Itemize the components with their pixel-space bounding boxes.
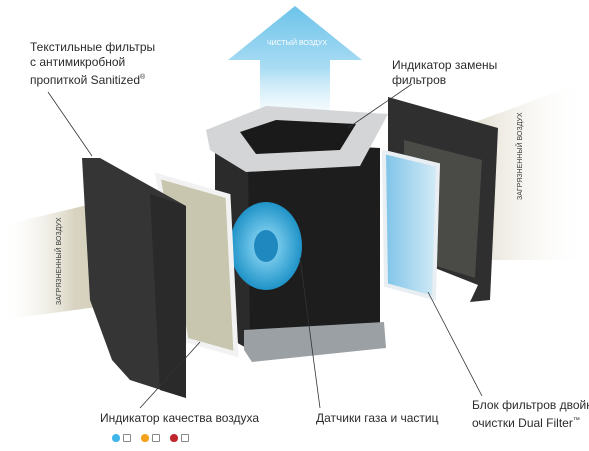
dirty-air-left-label: ЗАГРЯЗНЕННЫЙ ВОЗДУХ bbox=[56, 217, 63, 305]
red-drop-icon bbox=[170, 434, 178, 442]
sensors-label: Датчики газа и частиц bbox=[316, 411, 439, 425]
dual-filter-label: Блок фильтров двойной очистки Dual Filte… bbox=[472, 398, 589, 431]
blue-drop-icon bbox=[112, 434, 120, 442]
fan-hub bbox=[254, 230, 278, 262]
indicator-mini-icon bbox=[152, 434, 160, 442]
clean-air-arrow bbox=[228, 6, 362, 130]
clean-air-text: ЧИСТЫЙ ВОЗДУХ bbox=[266, 40, 327, 47]
textile-line-3: пропиткой Sanitized® bbox=[30, 73, 146, 87]
dual-filter-line-1: Блок фильтров двойной bbox=[472, 398, 589, 412]
filter-indicator-line-1: Индикатор замены bbox=[392, 58, 498, 72]
dirty-air-right-label: ЗАГРЯЗНЕННЫЙ ВОЗДУХ bbox=[517, 112, 524, 200]
orange-drop-icon bbox=[141, 434, 149, 442]
filter-indicator-line-2: фильтров bbox=[392, 73, 447, 87]
textile-line-2: с антимикробной bbox=[30, 55, 126, 69]
purifier-base bbox=[244, 322, 386, 362]
leader-lines bbox=[47, 83, 483, 409]
textile-filters-label: Текстильные фильтры с антимикробной проп… bbox=[30, 40, 155, 88]
right-hepa-filter bbox=[381, 149, 441, 301]
filter-indicator-label: Индикатор замены фильтров bbox=[392, 58, 497, 88]
legend-item-red bbox=[170, 434, 189, 442]
left-textile-filter-edge bbox=[150, 194, 186, 398]
dual-filter-line-2: очистки Dual Filter™ bbox=[472, 416, 580, 430]
air-quality-legend bbox=[112, 432, 189, 444]
textile-line-1: Текстильные фильтры bbox=[30, 40, 156, 54]
legend-item-orange bbox=[141, 434, 160, 442]
air-quality-indicator-label: Индикатор качества воздуха bbox=[100, 411, 260, 425]
purifier-top-grille bbox=[240, 120, 356, 154]
indicator-mini-icon bbox=[123, 434, 131, 442]
indicator-mini-icon bbox=[181, 434, 189, 442]
legend-item-blue bbox=[112, 434, 131, 442]
